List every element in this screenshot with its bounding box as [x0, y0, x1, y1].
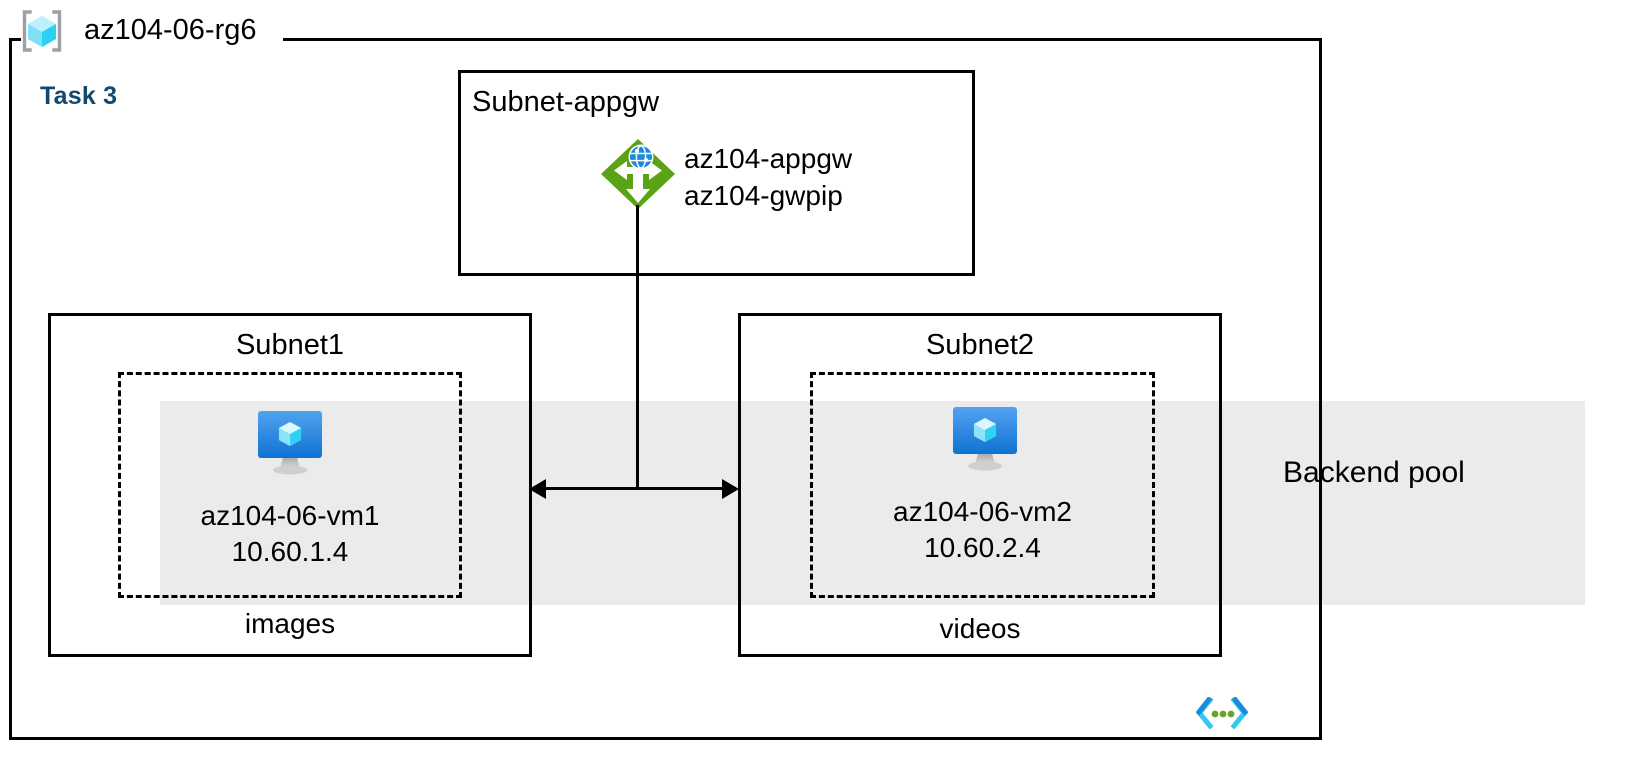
- backend-pool-band: [160, 401, 1585, 605]
- arrow-head-left-icon: [529, 479, 546, 499]
- appgw-name: az104-appgw: [684, 143, 853, 174]
- code-ellipsis-icon: [1195, 696, 1249, 730]
- application-gateway-icon: [599, 137, 677, 211]
- virtual-machine-icon: [252, 406, 328, 478]
- resource-group-border-top-left: [9, 38, 21, 41]
- subnet2-box: [738, 313, 1222, 657]
- subnet1-vm-container: [118, 372, 462, 598]
- resource-group-cube-icon: [18, 8, 66, 54]
- subnet1-title: Subnet1: [235, 329, 345, 361]
- subnet2-title: Subnet2: [925, 329, 1035, 361]
- resource-group-border-top: [283, 38, 1322, 41]
- subnet1-vm-name: az104-06-vm1: [200, 500, 380, 531]
- resource-group-border-right: [1319, 38, 1322, 740]
- subnet2-vm-ip: 10.60.2.4: [924, 532, 1041, 563]
- subnet-appgw-title: Subnet-appgw: [472, 86, 660, 118]
- backend-pool-label: Backend pool: [1283, 456, 1465, 489]
- resource-group-border-left: [9, 38, 12, 740]
- arrow-head-right-icon: [722, 479, 739, 499]
- subnet-appgw-box: [458, 70, 975, 276]
- subnet2-vm-labels: az104-06-vm2 10.60.2.4: [810, 494, 1155, 566]
- resource-group-border-bottom: [9, 737, 1322, 740]
- task-label: Task 3: [40, 82, 118, 110]
- subnet2-vm-container: [810, 372, 1155, 598]
- subnet1-vm-labels: az104-06-vm1 10.60.1.4: [118, 498, 462, 570]
- subnet2-storage-label: videos: [939, 613, 1021, 644]
- appgw-public-ip-name: az104-gwpip: [684, 180, 843, 211]
- resource-group-name: az104-06-rg6: [84, 14, 257, 46]
- subnet-connector-line: [536, 487, 736, 490]
- virtual-machine-icon: [947, 402, 1023, 474]
- subnet2-vm-name: az104-06-vm2: [893, 496, 1072, 527]
- appgw-connector-stem: [636, 205, 639, 490]
- appgw-resource-names: az104-appgw az104-gwpip: [684, 140, 852, 214]
- subnet1-vm-ip: 10.60.1.4: [231, 536, 349, 567]
- subnet1-storage-label: images: [244, 608, 336, 639]
